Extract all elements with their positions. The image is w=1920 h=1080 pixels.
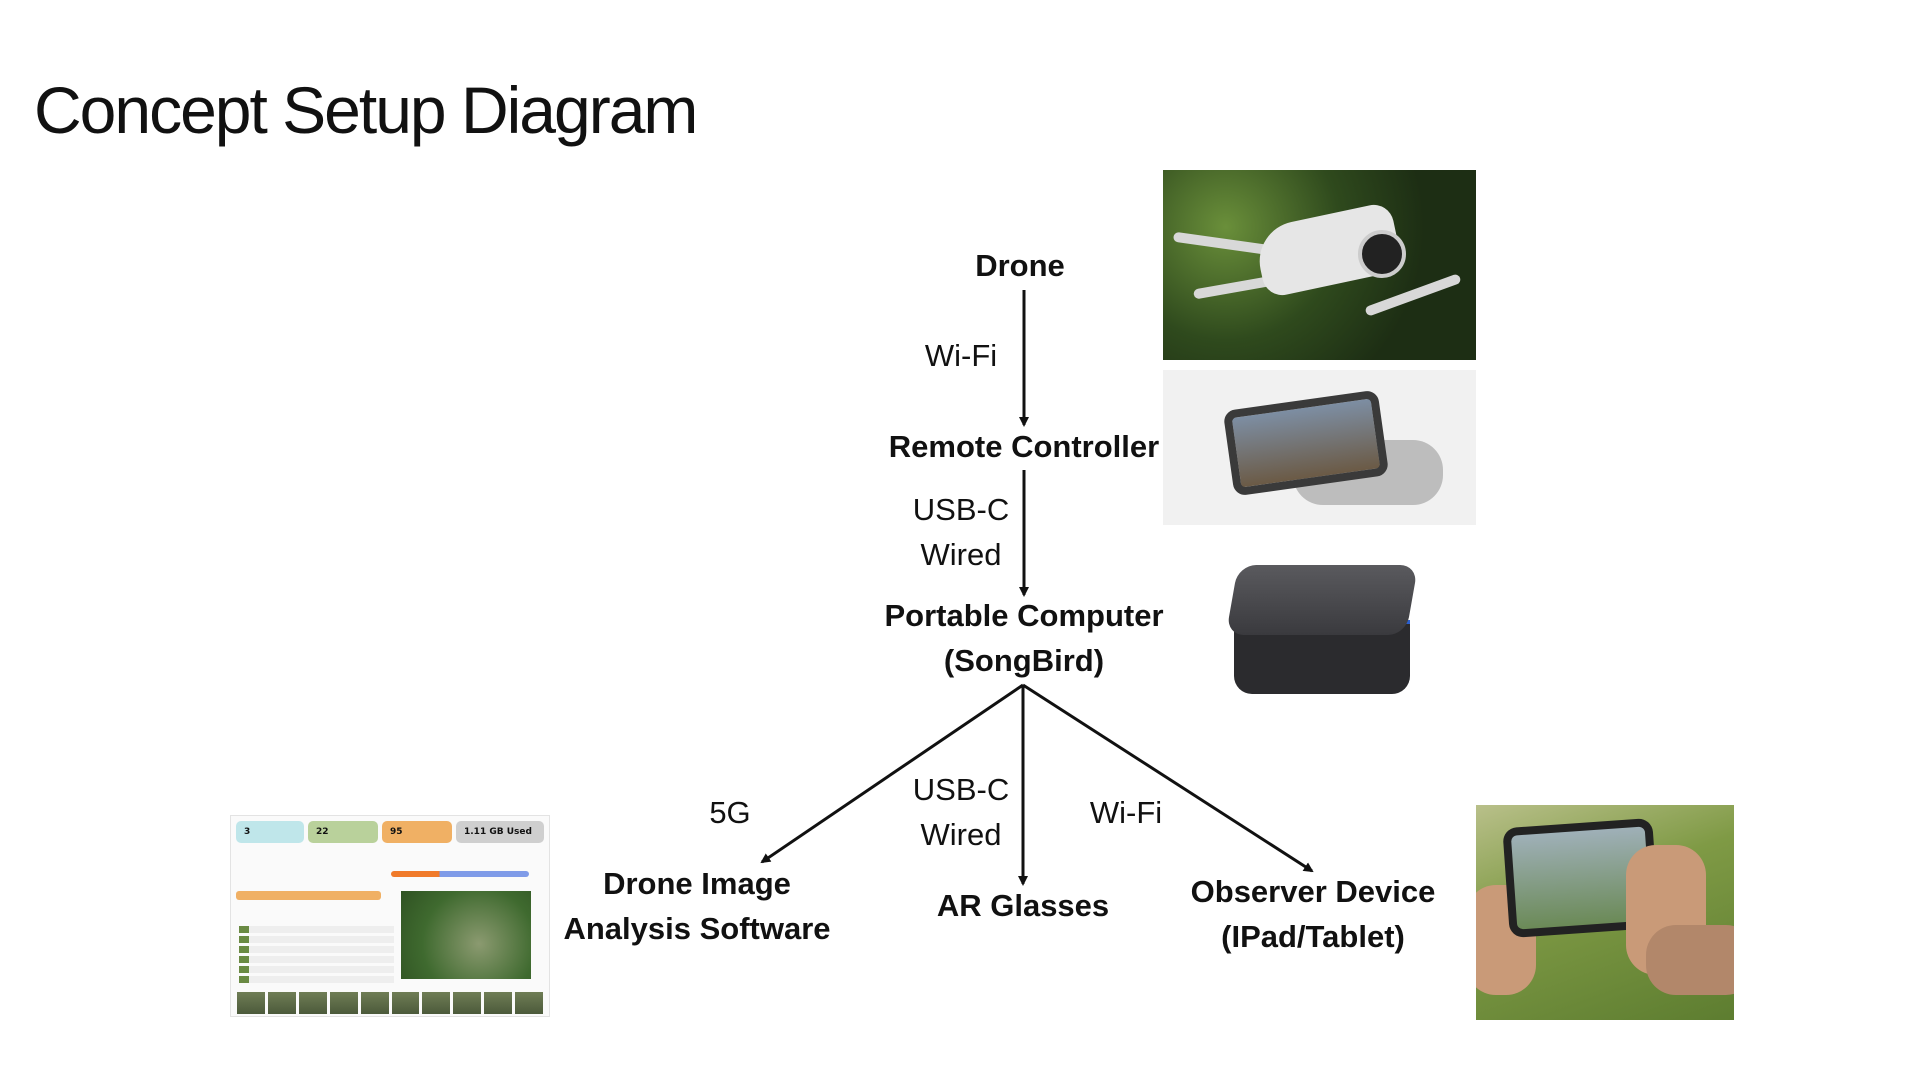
tablet-photo	[1476, 805, 1734, 1020]
link-label-line: Wired	[920, 537, 1002, 572]
node-line: (IPad/Tablet)	[1221, 919, 1405, 954]
link-label-5g: 5G	[709, 795, 751, 830]
stat-card: 22	[308, 821, 378, 843]
remote-controller-photo	[1163, 370, 1476, 525]
slide-title: Concept Setup Diagram	[34, 73, 698, 147]
arrow-pc-to-observer	[1022, 683, 1314, 873]
link-label-wifi: Wi-Fi	[924, 338, 998, 373]
node-drone: Drone	[975, 248, 1065, 283]
node-ar-glasses: AR Glasses	[936, 888, 1110, 923]
node-line: Observer Device	[1190, 874, 1436, 909]
link-label-line: USB-C	[912, 772, 1010, 807]
node-line: Portable Computer	[884, 598, 1164, 633]
stat-card: 3	[236, 821, 304, 843]
stat-card: 1.11 GB Used	[456, 821, 544, 843]
analysis-software-screenshot: 3 22 95 1.11 GB Used	[230, 815, 550, 1017]
node-line: Analysis Software	[563, 911, 831, 946]
node-analysis-software: Drone Image Analysis Software	[563, 861, 830, 951]
link-label-line: Wired	[920, 817, 1002, 852]
mini-pc-photo	[1222, 560, 1422, 710]
stat-card: 95	[382, 821, 452, 843]
drone-photo	[1163, 170, 1476, 360]
node-portable-computer: Portable Computer (SongBird)	[884, 593, 1163, 683]
link-label-usbc: USB-C Wired	[913, 487, 1009, 577]
node-remote-controller: Remote Controller	[888, 429, 1160, 464]
link-label-wifi-observer: Wi-Fi	[1089, 795, 1163, 830]
node-line: Drone Image	[603, 866, 791, 901]
link-label-line: USB-C	[912, 492, 1010, 527]
link-label-usbc-ar: USB-C Wired	[913, 767, 1009, 857]
arrow-pc-to-analysis	[760, 683, 1024, 864]
node-line: (SongBird)	[943, 643, 1105, 678]
node-observer-device: Observer Device (IPad/Tablet)	[1191, 869, 1436, 959]
